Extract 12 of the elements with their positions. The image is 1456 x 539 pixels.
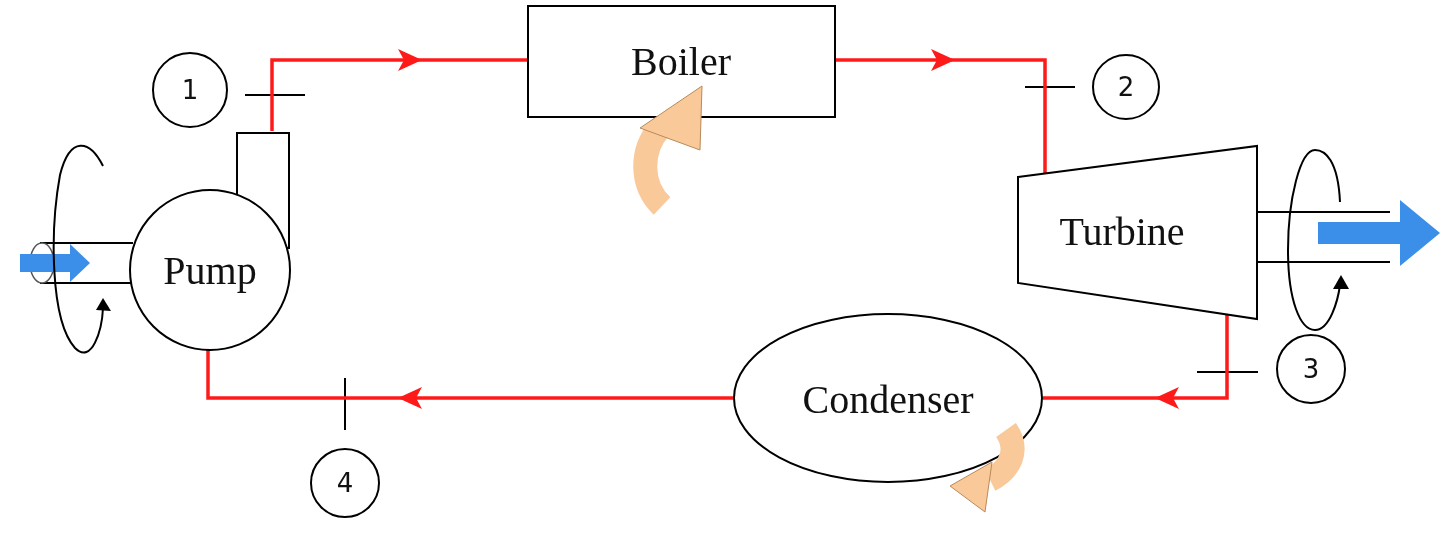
pipe-arrow (1043, 315, 1229, 409)
component-label: Condenser (802, 375, 974, 423)
pipe-arrow (270, 49, 527, 131)
pipe-arrow (836, 49, 1047, 173)
state-number-label: 3 (1302, 354, 1320, 384)
component-label: Pump (163, 246, 257, 294)
state-number-label: 1 (181, 75, 199, 105)
component-label: Boiler (631, 37, 731, 85)
state-number-label: 4 (336, 468, 354, 498)
component-label: Turbine (1059, 207, 1185, 255)
pipe-arrow (206, 350, 733, 409)
state-number-label: 2 (1117, 72, 1135, 102)
